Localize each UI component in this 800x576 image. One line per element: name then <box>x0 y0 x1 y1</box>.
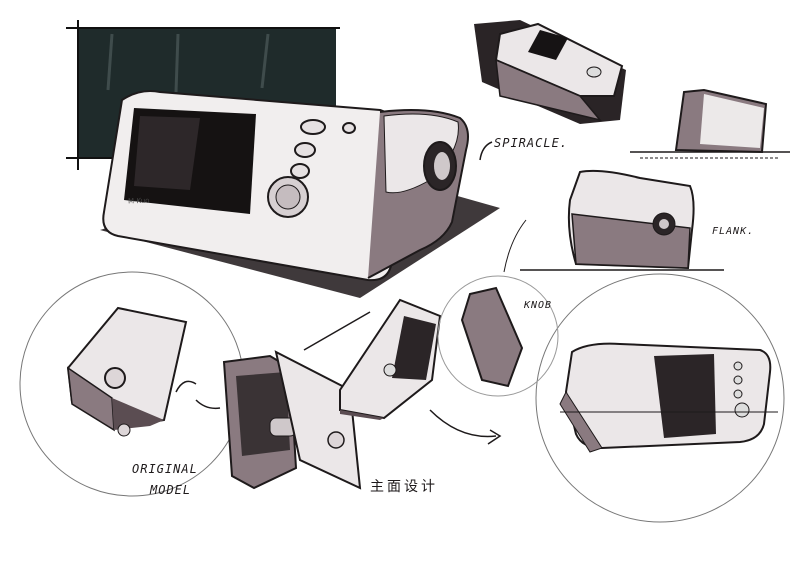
original-model-sketch <box>19 271 245 497</box>
flank-device-sketch <box>503 169 724 273</box>
annotation-model: MODEL <box>150 483 192 497</box>
annotation-spiracle: SPIRACLE. <box>494 136 569 150</box>
annotation-flank: FLANK. <box>712 226 755 237</box>
annotation-original: ORIGINAL <box>132 462 198 476</box>
annotation-knob: KNOB <box>524 300 553 311</box>
main-device-sketch <box>100 90 500 298</box>
device-sketch-right-circle <box>437 273 785 523</box>
exploded-parts-sketch <box>175 286 524 490</box>
device-brand-mark: M-Kuo <box>127 196 150 206</box>
device-sketch-top-right <box>474 20 626 124</box>
annotation-chinese-note: 主面设计 <box>370 479 438 495</box>
wedge-sketch-right <box>630 88 790 159</box>
